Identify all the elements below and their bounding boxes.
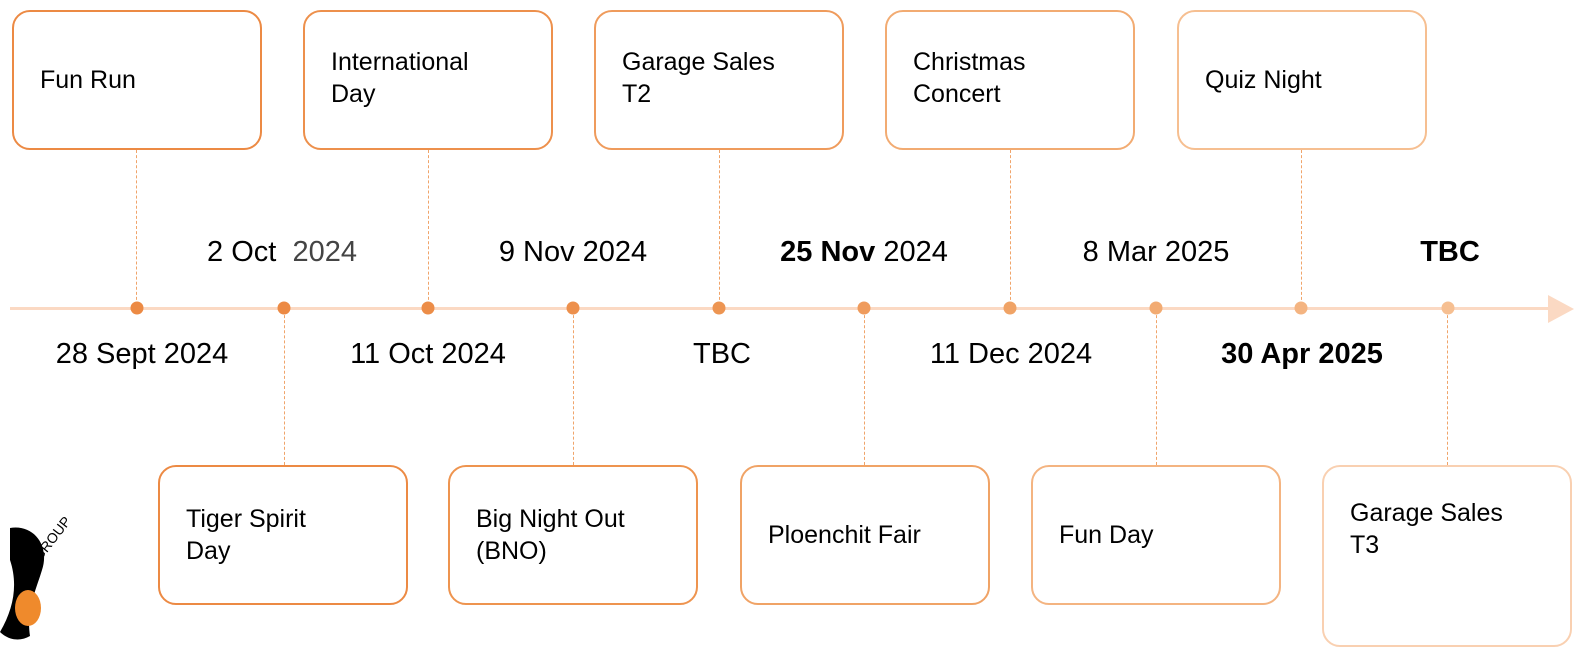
connector-fun-run: [136, 150, 137, 305]
timeline-dot-4: [566, 301, 580, 315]
date-text: 28 Sept 2024: [55, 338, 229, 370]
date-big-night-out: 9 Nov 2024: [499, 236, 647, 269]
event-name: Garage Sales T3: [1350, 499, 1503, 559]
event-box-christmas-concert: Christmas Concert: [885, 10, 1135, 150]
date-text: TBC: [693, 338, 751, 370]
event-name: International Day: [331, 48, 469, 108]
event-name: Big Night Out (BNO): [476, 505, 625, 565]
date-international-day: 11 Oct 2024: [350, 338, 506, 371]
timeline-dot-8: [1149, 301, 1163, 315]
date-quiz-night: 30 Apr 2025: [1221, 338, 1383, 371]
tiger-paw-logo-icon: P GROUP: [0, 513, 74, 640]
timeline-dot-3: [421, 301, 435, 315]
event-name: Fun Run: [40, 66, 136, 94]
date-christmas-concert: 11 Dec 2024: [930, 338, 1092, 371]
connector-international-day: [428, 150, 429, 305]
date-text: 8 Mar 2025: [1082, 236, 1230, 268]
connector-garage-sales-t2: [719, 150, 720, 305]
event-box-international-day: International Day: [303, 10, 553, 150]
date-garage-sales-t3: TBC: [1420, 236, 1480, 269]
connector-quiz-night: [1301, 150, 1302, 305]
event-name: Fun Day: [1059, 521, 1154, 549]
date-day: 2 Oct: [207, 236, 277, 268]
date-fun-day: 8 Mar 2025: [1083, 236, 1230, 269]
timeline-dot-9: [1294, 301, 1308, 315]
timeline-dot-1: [130, 301, 144, 315]
timeline-arrow-icon: [1548, 295, 1574, 323]
event-box-big-night-out: Big Night Out (BNO): [448, 465, 698, 605]
connector-tiger-spirit-day: [284, 310, 285, 465]
timeline-dot-2: [277, 301, 291, 315]
event-box-fun-run: Fun Run: [12, 10, 262, 150]
event-box-quiz-night: Quiz Night: [1177, 10, 1427, 150]
date-tiger-spirit-day: 2 Oct 2024: [207, 236, 357, 269]
timeline-dot-7: [1003, 301, 1017, 315]
event-name: Tiger Spirit Day: [186, 505, 306, 565]
timeline-axis: [10, 307, 1550, 310]
date-text: 9 Nov 2024: [498, 236, 648, 268]
event-name: Christmas Concert: [913, 48, 1026, 108]
timeline-dot-10: [1441, 301, 1455, 315]
event-name: Ploenchit Fair: [768, 521, 921, 549]
event-box-ploenchit-fair: Ploenchit Fair: [740, 465, 990, 605]
date-ploenchit-fair: 25 Nov 2024: [780, 236, 948, 269]
connector-big-night-out: [573, 310, 574, 465]
date-bold: 25 Nov: [780, 236, 876, 268]
event-box-garage-sales-t3: Garage Sales T3: [1322, 465, 1572, 647]
date-garage-sales-t2: TBC: [693, 338, 751, 371]
event-name: Quiz Night: [1205, 66, 1322, 94]
date-bold: TBC: [1420, 236, 1480, 268]
connector-ploenchit-fair: [864, 310, 865, 465]
event-box-tiger-spirit-day: Tiger Spirit Day: [158, 465, 408, 605]
connector-fun-day: [1156, 310, 1157, 465]
date-bold: 30 Apr 2025: [1221, 338, 1383, 370]
date-fun-run: 28 Sept 2024: [56, 338, 229, 371]
date-text: 11 Oct 2024: [350, 338, 506, 370]
event-box-garage-sales-t2: Garage Sales T2: [594, 10, 844, 150]
connector-garage-sales-t3: [1447, 310, 1448, 465]
timeline-dot-5: [712, 301, 726, 315]
date-text: 2024: [875, 236, 948, 268]
date-year: 2024: [292, 236, 357, 268]
date-text: 11 Dec 2024: [929, 338, 1093, 370]
connector-christmas-concert: [1010, 150, 1011, 305]
event-box-fun-day: Fun Day: [1031, 465, 1281, 605]
timeline-dot-6: [857, 301, 871, 315]
event-name: Garage Sales T2: [622, 48, 775, 108]
